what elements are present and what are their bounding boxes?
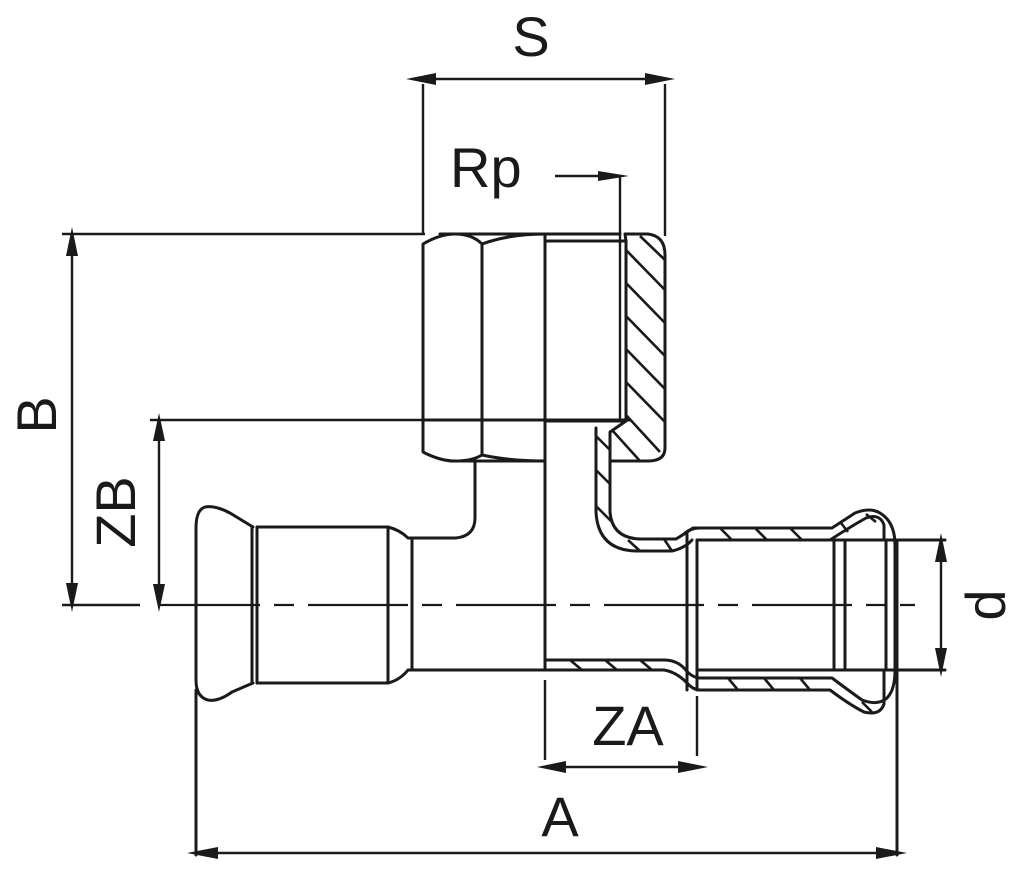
dimension-rp: Rp <box>450 136 629 420</box>
left-taper-bottom <box>386 668 547 685</box>
dimension-a: A <box>187 785 907 859</box>
b-arrow-top <box>66 227 78 256</box>
d-arrow-top <box>935 533 947 562</box>
branch-neck-inner <box>608 459 702 541</box>
branch-neck-left <box>418 459 477 540</box>
dimension-za: ZA <box>537 680 708 773</box>
a-arrow-left <box>187 847 218 859</box>
run-inner-bottom <box>543 668 886 715</box>
zb-arrow-bottom <box>153 584 165 612</box>
label-rp: Rp <box>450 136 522 199</box>
branch-wall-hatch <box>611 235 666 462</box>
dimension-d: d <box>935 533 1017 677</box>
label-za: ZA <box>592 694 664 757</box>
rp-arrow <box>598 171 629 181</box>
label-zb: ZB <box>84 476 147 548</box>
left-press-socket <box>194 505 547 857</box>
zb-arrow-top <box>153 413 165 441</box>
right-press-socket-section <box>543 508 947 857</box>
run-inner-top <box>695 515 886 542</box>
hex-thread-branch <box>418 232 702 670</box>
a-arrow-right <box>876 847 907 859</box>
hex-face-right <box>480 232 547 463</box>
za-arrow-left <box>537 761 566 773</box>
dimension-b: B <box>5 227 425 612</box>
b-arrow-bottom <box>66 583 78 612</box>
s-arrow-left <box>406 73 436 85</box>
label-a: A <box>541 785 579 848</box>
dimension-s: S <box>406 5 675 236</box>
hex-face-left <box>421 232 484 463</box>
s-arrow-right <box>645 73 675 85</box>
dimension-zb: ZB <box>84 413 428 612</box>
za-arrow-right <box>678 761 708 773</box>
left-taper-top <box>386 525 422 540</box>
label-b: B <box>5 396 68 433</box>
left-bead <box>194 505 255 702</box>
branch-wall-section <box>608 232 667 463</box>
label-d: d <box>954 589 1017 620</box>
d-arrow-bottom <box>935 648 947 677</box>
branch-neck-hatch <box>595 435 674 552</box>
run-hatch <box>569 512 877 713</box>
label-s: S <box>512 5 549 68</box>
